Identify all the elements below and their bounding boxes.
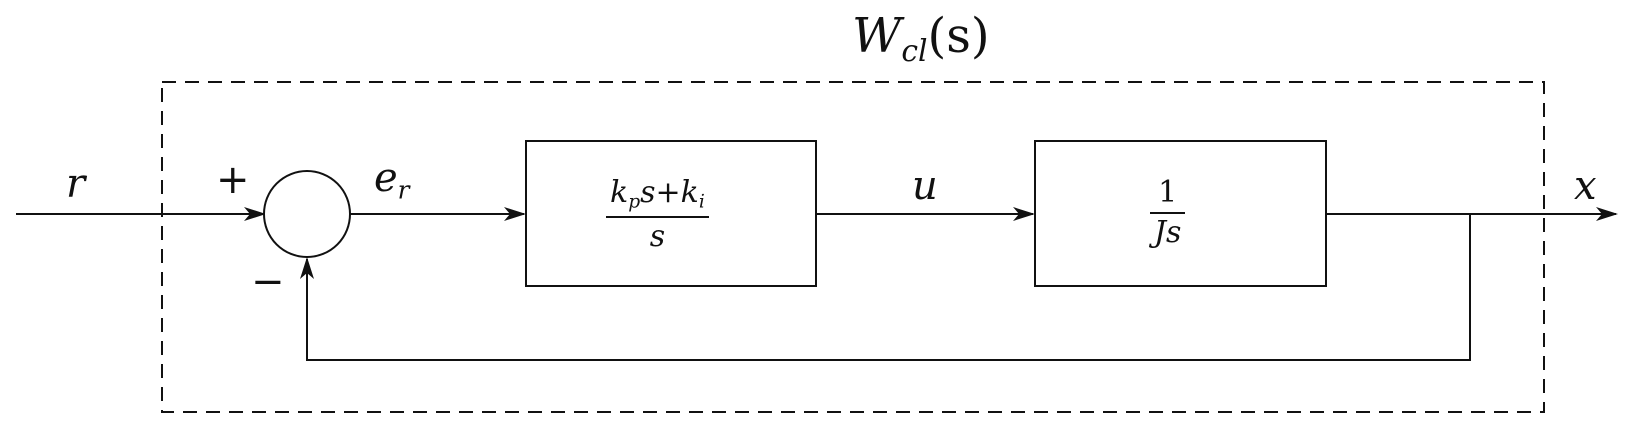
title-subscript: cl — [901, 33, 928, 69]
error-subscript: r — [397, 175, 410, 205]
summing-junction — [263, 170, 351, 258]
controller-numerator: kps+ki — [610, 175, 705, 213]
plant-denominator: Js — [1154, 215, 1182, 250]
plus-sign: + — [216, 157, 250, 203]
title-base: W — [852, 8, 902, 64]
output-label: x — [1574, 163, 1597, 209]
closed-loop-title: Wcl(s) — [852, 12, 990, 67]
title-argument: (s) — [927, 8, 990, 64]
plant-transfer-function: 1 Js — [1150, 175, 1186, 250]
controller-block — [525, 140, 817, 287]
plant-fraction-bar — [1150, 212, 1186, 214]
controller-fraction-bar — [606, 216, 709, 219]
closed-loop-boundary — [161, 81, 1545, 413]
input-label: r — [66, 161, 86, 207]
error-base: e — [374, 155, 398, 201]
controller-denominator: s — [649, 219, 666, 255]
plant-numerator: 1 — [1158, 175, 1178, 210]
feedback-path — [300, 214, 1471, 361]
controller-transfer-function: kps+ki s — [606, 178, 709, 252]
minus-sign: − — [251, 259, 285, 305]
control-label: u — [912, 163, 938, 209]
error-label: er — [374, 158, 410, 203]
